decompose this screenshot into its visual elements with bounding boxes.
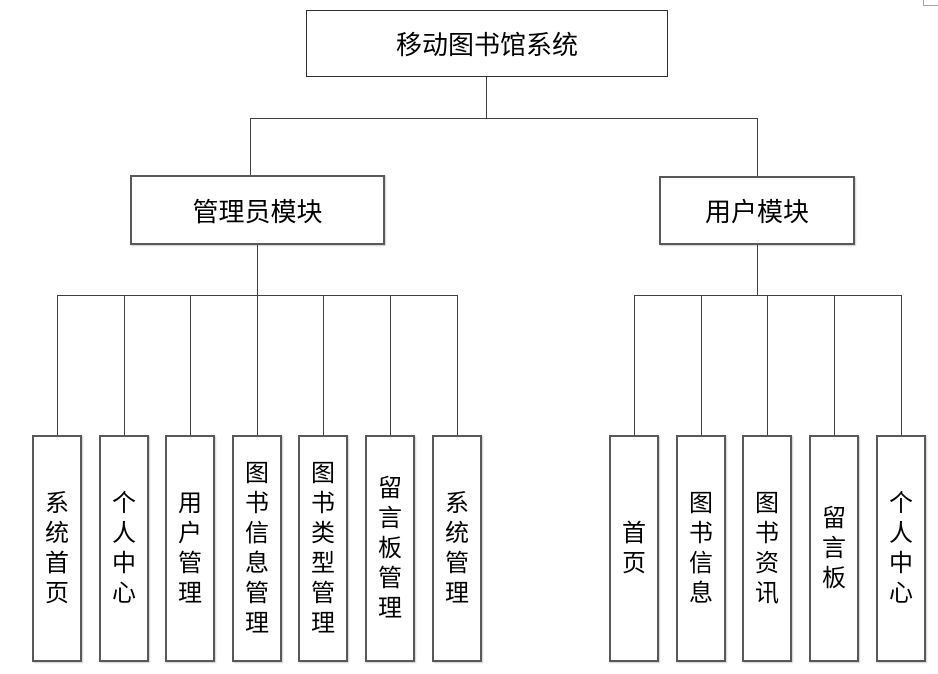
node-label: 图书信息管理 <box>245 459 269 637</box>
node-root-label: 移动图书馆系统 <box>395 30 578 60</box>
connector-level1-bar <box>250 118 758 119</box>
node-admin-child-message-board-mgmt: 留言板管理 <box>365 435 415 662</box>
node-user-module: 用户模块 <box>659 176 855 245</box>
connector-user-bus <box>634 295 902 296</box>
connector-user-child-drop <box>901 295 902 435</box>
connector-root-stem <box>486 77 487 118</box>
node-label: 图书类型管理 <box>311 459 335 637</box>
connector-admin-child-drop <box>457 295 458 435</box>
node-user-child-book-news: 图书资讯 <box>742 435 792 662</box>
node-label: 图书信息 <box>689 489 713 607</box>
node-admin-child-user-mgmt: 用户管理 <box>165 435 215 662</box>
connector-user-child-drop <box>701 295 702 435</box>
connector-admin-child-drop <box>124 295 125 435</box>
connector-admin-child-drop <box>390 295 391 435</box>
node-user-module-label: 用户模块 <box>704 197 809 227</box>
connector-user-stem <box>757 245 758 295</box>
connector-admin-stem <box>257 245 258 295</box>
node-user-child-personal-center: 个人中心 <box>876 435 926 662</box>
node-admin-module: 管理员模块 <box>130 175 385 245</box>
node-label: 系统管理 <box>445 489 469 607</box>
node-admin-child-book-type-mgmt: 图书类型管理 <box>298 435 348 662</box>
connector-user-child-drop <box>834 295 835 435</box>
node-admin-child-home: 系统首页 <box>32 435 82 662</box>
node-label: 个人中心 <box>112 489 136 607</box>
node-admin-child-personal-center: 个人中心 <box>99 435 149 662</box>
connector-user-drop <box>757 118 758 176</box>
node-label: 留言板 <box>822 504 846 592</box>
node-admin-child-system-mgmt: 系统管理 <box>432 435 482 662</box>
node-label: 系统首页 <box>45 489 69 607</box>
node-admin-module-label: 管理员模块 <box>192 196 323 227</box>
node-user-child-home: 首页 <box>609 435 659 662</box>
cropped-corner-mark <box>923 0 938 6</box>
node-label: 个人中心 <box>889 489 913 607</box>
node-user-child-book-info: 图书信息 <box>676 435 726 662</box>
node-user-child-message-board: 留言板 <box>809 435 859 662</box>
connector-admin-child-drop <box>323 295 324 435</box>
node-label: 首页 <box>622 519 646 577</box>
node-label: 用户管理 <box>178 489 202 607</box>
connector-user-child-drop <box>767 295 768 435</box>
connector-admin-drop <box>250 118 251 176</box>
connector-user-child-drop <box>634 295 635 435</box>
node-admin-child-book-info-mgmt: 图书信息管理 <box>232 435 282 662</box>
node-label: 图书资讯 <box>755 489 779 607</box>
connector-admin-child-drop <box>257 295 258 435</box>
connector-admin-child-drop <box>190 295 191 435</box>
node-label: 留言板管理 <box>378 474 402 622</box>
connector-admin-child-drop <box>57 295 58 435</box>
node-root-system: 移动图书馆系统 <box>306 10 668 77</box>
